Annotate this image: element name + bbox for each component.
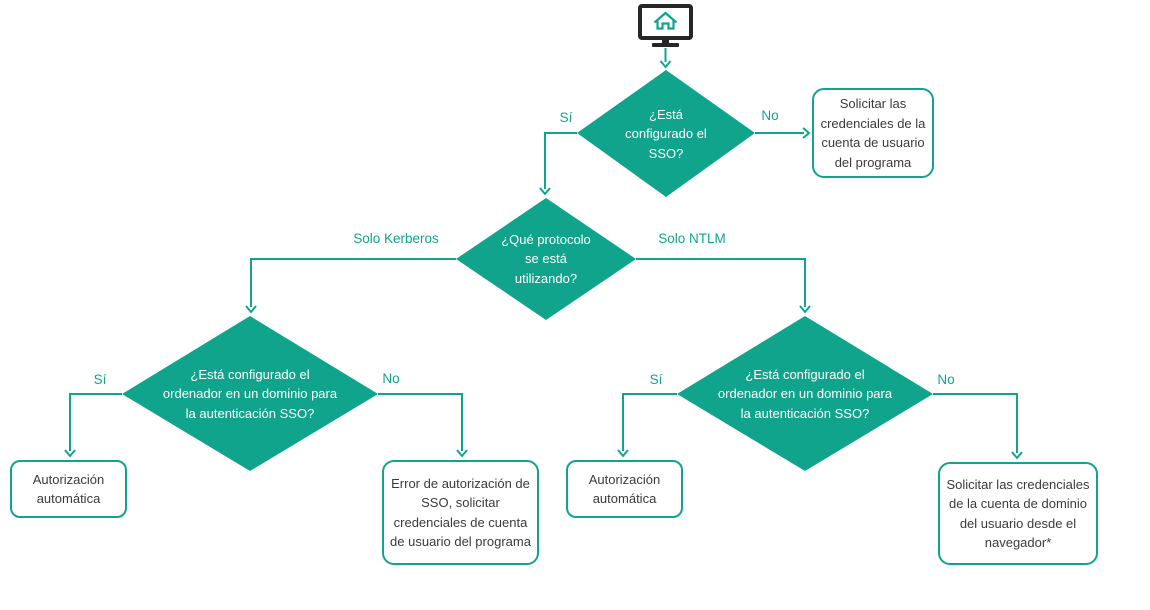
arrowhead-down-icon [1011,451,1023,460]
arrowhead-right-icon [802,127,811,139]
arrowhead-down-icon [659,60,672,69]
arrowhead-down-icon [617,449,629,458]
edge-label-ntlm-domain-yes: Sí [649,372,663,387]
edge-label-protocol-ntlm: Solo NTLM [658,231,726,246]
edge-label-kerberos-domain-yes: Sí [93,372,107,387]
edge-kerberos-domain-yes [69,393,122,451]
decision-domain-ntlm-label: ¿Está configurado el ordenador en un dom… [717,366,893,421]
arrowhead-down-icon [64,449,76,458]
decision-domain-kerberos-label: ¿Está configurado el ordenador en un dom… [162,366,338,421]
decision-domain-ntlm-diamond [677,316,933,471]
decision-protocol-diamond [456,198,636,320]
decision-protocol-label: ¿Qué protocolo se está utilizando? [501,231,591,286]
result-box-kerberos-error-text: Error de autorización de SSO, solicitar … [390,475,531,550]
edge-kerberos-domain-no [378,393,463,451]
result-box-ntlm-auto-auth: Autorización automática [566,460,683,518]
result-box-kerberos-auto-auth-text: Autorización automática [32,471,105,507]
result-box-ntlm-browser-credentials-text: Solicitar las credenciales de la cuenta … [946,476,1090,551]
result-box-ntlm-auto-auth-text: Autorización automática [588,471,661,507]
home-icon [653,11,678,30]
edge-label-protocol-kerberos: Solo Kerberos [353,231,439,246]
decision-sso-configured-label: ¿Está configurado el SSO? [625,106,707,161]
monitor-home-icon [638,4,693,47]
result-box-kerberos-error: Error de autorización de SSO, solicitar … [382,460,539,565]
arrowhead-down-icon [245,305,257,314]
result-box-no-sso: Solicitar las credenciales de la cuenta … [812,88,934,178]
result-box-ntlm-browser-credentials: Solicitar las credenciales de la cuenta … [938,462,1098,565]
result-box-no-sso-text: Solicitar las credenciales de la cuenta … [820,96,926,170]
decision-domain-kerberos-diamond [122,316,378,471]
result-box-kerberos-auto-auth: Autorización automática [10,460,127,518]
edge-label-kerberos-domain-no: No [382,371,400,386]
arrowhead-down-icon [539,187,551,196]
edge-ntlm-domain-yes [622,393,677,451]
edge-ntlm-domain-no [933,393,1018,453]
connector-lines [64,48,1023,460]
edge-protocol-ntlm [636,258,806,307]
edge-protocol-kerberos [250,258,456,307]
arrowhead-down-icon [799,305,811,314]
edge-label-sso-yes: Sí [559,110,573,125]
decision-sso-configured-diamond [577,70,755,197]
edge-sso-yes [544,132,577,189]
arrowhead-down-icon [456,449,468,458]
edge-label-ntlm-domain-no: No [937,372,955,387]
edge-label-sso-no: No [761,108,779,123]
